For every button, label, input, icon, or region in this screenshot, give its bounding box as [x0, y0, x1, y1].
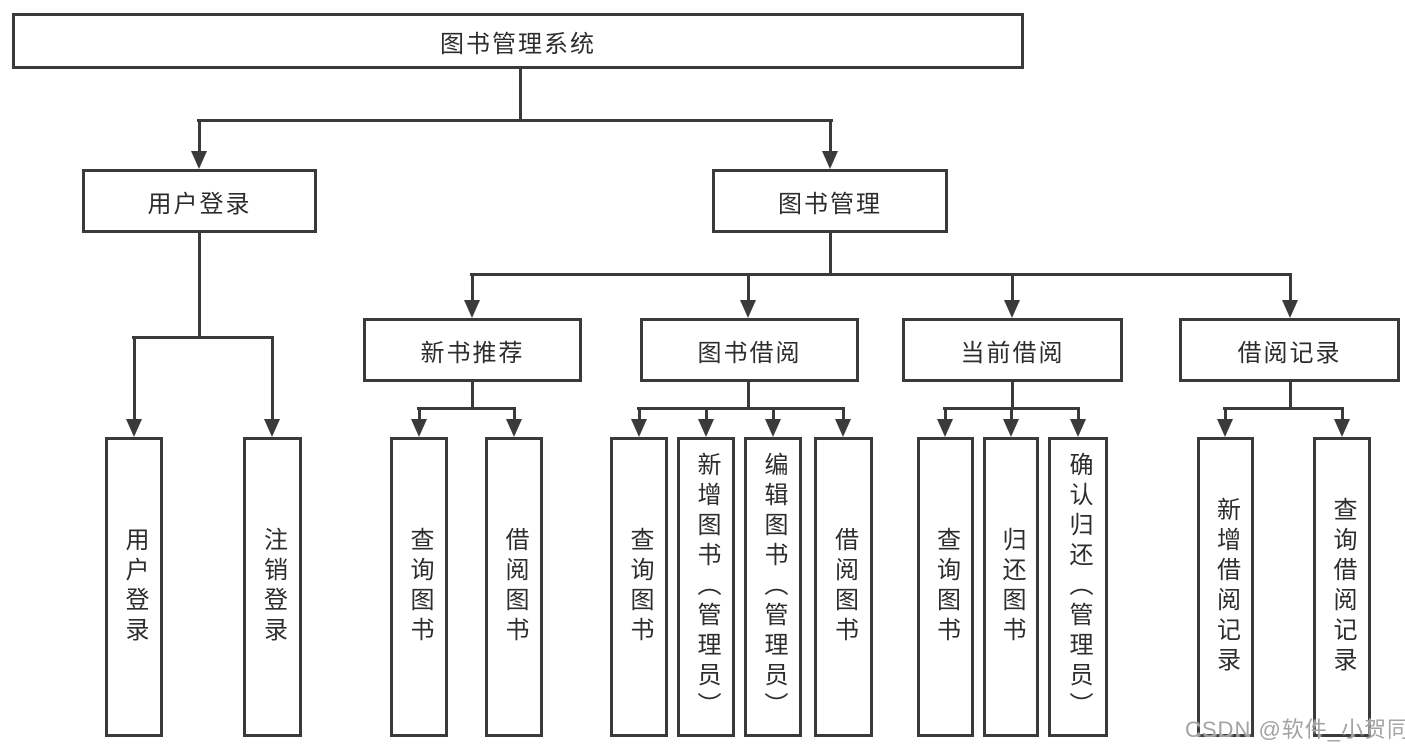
arrow-to-logout-leaf-icon — [264, 339, 280, 437]
connector-user-login-bar — [132, 336, 274, 339]
connector-borrow-bar — [637, 407, 845, 410]
arrow-to-user-login-leaf-icon — [126, 339, 142, 437]
connector-records-stem — [1289, 382, 1292, 410]
connector-book-management-bar — [470, 273, 1292, 276]
arrow-current-confirm-icon — [1070, 410, 1086, 437]
leaf-recommend-borrow-books: 借阅图书 — [485, 437, 543, 737]
arrow-recommend-borrow-icon — [506, 410, 522, 437]
leaf-logout: 注销登录 — [243, 437, 302, 737]
arrow-recommend-query-icon — [411, 410, 427, 437]
arrow-records-add-icon — [1217, 410, 1233, 437]
leaf-user-login: 用户登录 — [105, 437, 163, 737]
arrow-borrow-edit-icon — [765, 410, 781, 437]
connector-recommend-stem — [471, 382, 474, 410]
arrow-to-book-borrow-icon — [740, 276, 756, 318]
leaf-records-query-record: 查询借阅记录 — [1313, 437, 1371, 737]
connector-root-stem — [519, 68, 522, 122]
leaf-current-return-books: 归还图书 — [983, 437, 1039, 737]
leaf-borrow-edit-books-admin: 编辑图书（管理员） — [744, 437, 802, 737]
arrow-borrow-add-icon — [698, 410, 714, 437]
arrow-current-query-icon — [937, 410, 953, 437]
connector-borrow-stem — [747, 382, 750, 410]
leaf-current-confirm-return-admin: 确认归还（管理员） — [1048, 437, 1108, 737]
connector-records-bar — [1223, 407, 1344, 410]
node-current-borrow: 当前借阅 — [902, 318, 1123, 382]
node-new-book-recommend: 新书推荐 — [363, 318, 582, 382]
connector-book-management-stem — [829, 233, 832, 276]
node-user-login: 用户登录 — [82, 169, 317, 233]
leaf-borrow-add-books-admin: 新增图书（管理员） — [677, 437, 735, 737]
arrow-current-return-icon — [1003, 410, 1019, 437]
arrow-borrow-borrow-icon — [835, 410, 851, 437]
leaf-records-add-record: 新增借阅记录 — [1197, 437, 1254, 737]
arrow-borrow-query-icon — [631, 410, 647, 437]
node-book-borrow: 图书借阅 — [640, 318, 859, 382]
connector-current-stem — [1011, 382, 1014, 410]
arrow-to-new-book-recommend-icon — [464, 276, 480, 318]
connector-user-login-stem — [198, 233, 201, 339]
node-library-management-system: 图书管理系统 — [12, 13, 1024, 69]
leaf-recommend-query-books: 查询图书 — [390, 437, 448, 737]
connector-root-bar — [197, 119, 833, 122]
node-borrow-records: 借阅记录 — [1179, 318, 1400, 382]
arrow-to-book-management-icon — [822, 121, 838, 169]
connector-current-bar — [943, 407, 1080, 410]
arrow-records-query-icon — [1334, 410, 1350, 437]
connector-recommend-bar — [417, 407, 516, 410]
leaf-borrow-borrow-books: 借阅图书 — [814, 437, 873, 737]
arrow-to-current-borrow-icon — [1004, 276, 1020, 318]
node-book-management: 图书管理 — [712, 169, 948, 233]
leaf-borrow-query-books: 查询图书 — [610, 437, 668, 737]
arrow-to-borrow-records-icon — [1282, 276, 1298, 318]
leaf-current-query-books: 查询图书 — [917, 437, 974, 737]
arrow-to-user-login-icon — [191, 121, 207, 169]
csdn-watermark: CSDN @软件_小贺同学 — [1185, 717, 1405, 742]
